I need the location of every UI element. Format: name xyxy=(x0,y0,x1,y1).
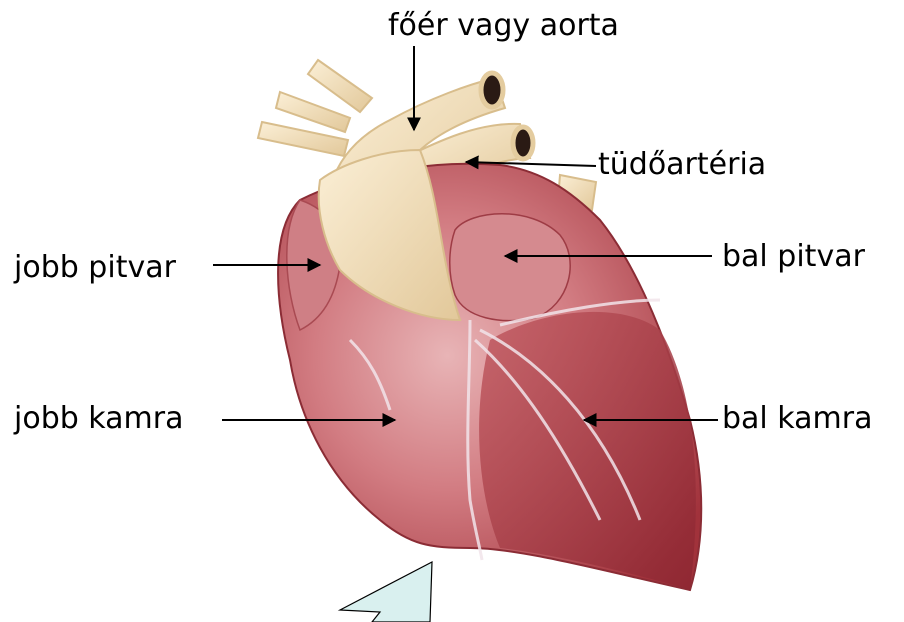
aorta-opening xyxy=(481,73,503,107)
label-right-ventricle: jobb kamra xyxy=(14,404,183,434)
aortic-branches xyxy=(258,60,372,156)
label-left-atrium: bal pitvar xyxy=(722,242,865,272)
pulmonary-opening xyxy=(513,127,533,159)
label-pulmonary-artery: tüdőartéria xyxy=(598,150,766,180)
label-aorta: főér vagy aorta xyxy=(388,11,619,41)
callout-shape[interactable] xyxy=(340,562,432,622)
left-atrium-shape xyxy=(450,214,570,321)
label-left-ventricle: bal kamra xyxy=(722,404,872,434)
label-right-atrium: jobb pitvar xyxy=(14,253,176,283)
left-ventricle-shape xyxy=(479,312,696,590)
